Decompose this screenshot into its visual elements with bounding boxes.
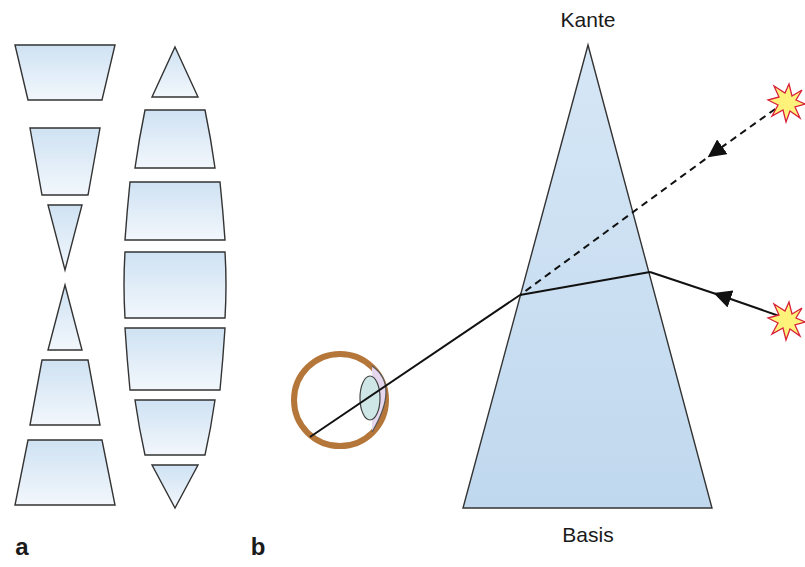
prism-edge-label: Kante xyxy=(561,8,616,31)
prism xyxy=(463,45,712,508)
light-source xyxy=(768,84,805,340)
part-letter: b xyxy=(251,534,266,560)
light-ray xyxy=(310,102,785,437)
concave-prism-stack xyxy=(15,45,115,505)
prism-base-label: Basis xyxy=(562,523,613,546)
eye xyxy=(294,354,386,446)
convex-prism-stack xyxy=(124,47,226,508)
part-letter: a xyxy=(15,534,28,560)
